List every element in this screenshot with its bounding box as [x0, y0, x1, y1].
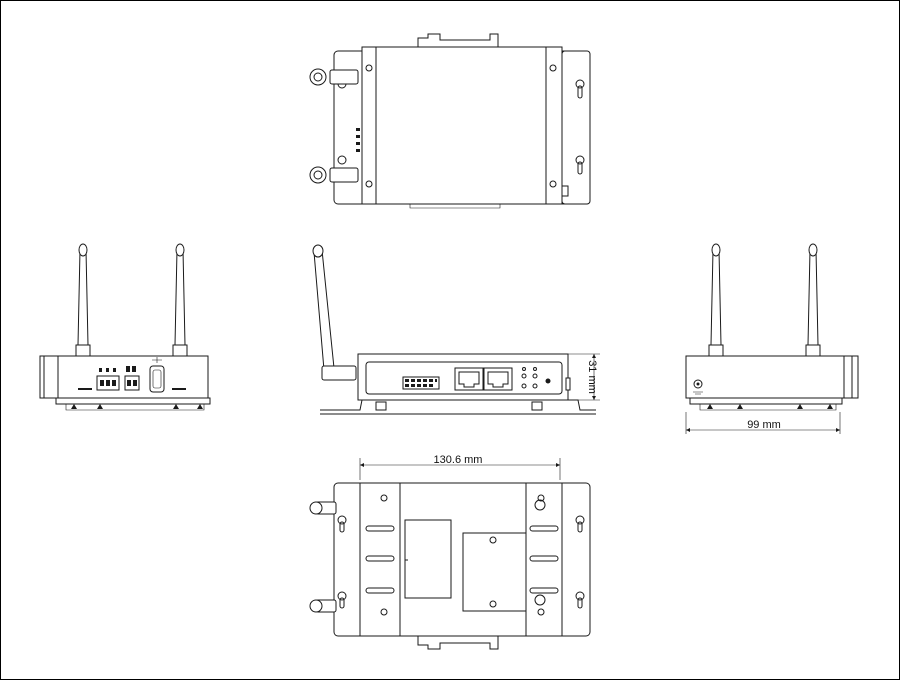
bottom-view	[309, 458, 591, 650]
front-view	[39, 243, 211, 411]
width-dimension-label: 130.6 mm	[434, 454, 483, 466]
end-view	[685, 243, 859, 434]
side-view	[312, 244, 600, 415]
height-dimension-label: 31 mm	[586, 360, 598, 394]
depth-dimension-label: 99 mm	[747, 419, 781, 431]
top-view	[309, 33, 591, 209]
